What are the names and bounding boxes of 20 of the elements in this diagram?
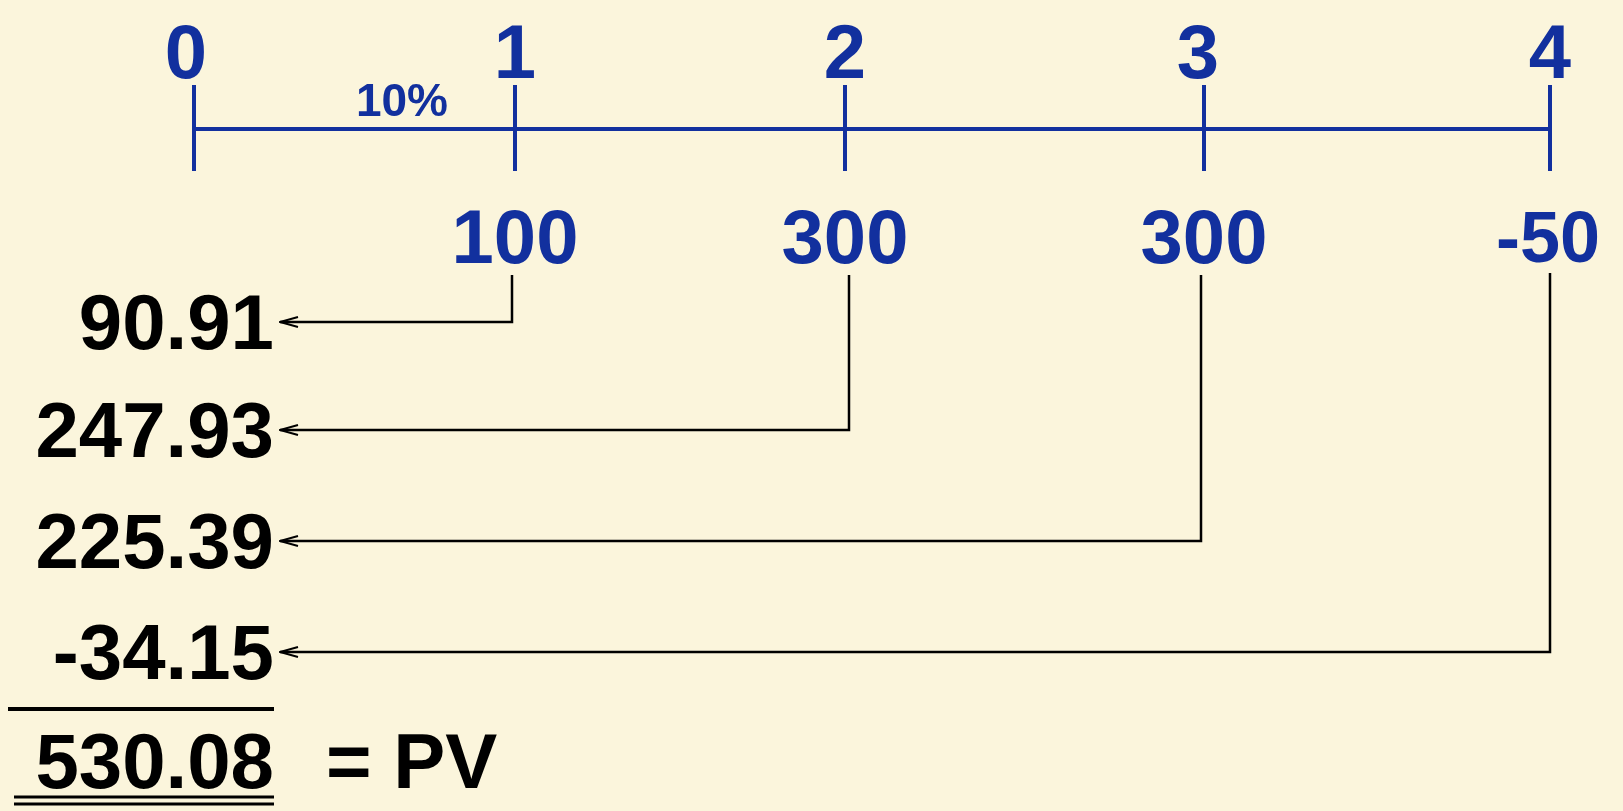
cash-flow-value: 300 — [781, 199, 909, 275]
cash-flow-value: 100 — [451, 199, 579, 275]
period-label: 0 — [164, 14, 208, 90]
period-label: 3 — [1176, 14, 1220, 90]
present-value: -34.15 — [52, 613, 274, 691]
present-value: 225.39 — [35, 502, 274, 580]
interest-rate-label: 10% — [355, 77, 449, 123]
period-label: 2 — [823, 14, 867, 90]
period-label: 1 — [493, 14, 537, 90]
total-present-value: 530.08 — [35, 722, 274, 800]
present-value: 90.91 — [78, 283, 274, 361]
cash-flow-value: 300 — [1140, 199, 1268, 275]
present-value: 247.93 — [35, 391, 274, 469]
equals-pv-label: = PV — [326, 722, 498, 800]
leader-arrow — [279, 275, 514, 328]
leader-arrow — [279, 275, 1203, 547]
leader-arrow — [279, 273, 1552, 658]
leader-arrow — [279, 275, 851, 436]
period-label: 4 — [1528, 14, 1572, 90]
cash-flow-value: -50 — [1495, 201, 1601, 273]
